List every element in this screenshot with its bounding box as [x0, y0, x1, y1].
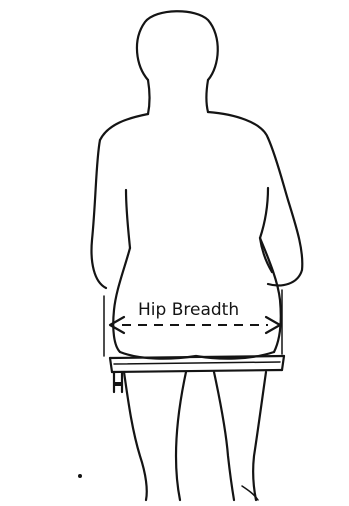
torso-left-side: [113, 248, 130, 352]
neck-left: [148, 80, 150, 114]
left-arrowhead: [110, 317, 124, 333]
hip-breadth-label: Hip Breadth: [138, 300, 239, 320]
right-arm-inner: [260, 188, 272, 272]
left-leg-outer: [124, 372, 147, 500]
right-arm-outer: [268, 138, 302, 285]
ink-dot: [78, 474, 82, 478]
seat-bottom-edge: [112, 370, 282, 372]
seat-front-edge-right: [282, 356, 284, 370]
right-leg-inner: [214, 372, 234, 500]
seat-inner-line: [114, 362, 280, 364]
left-arm-inner: [126, 190, 130, 248]
left-shoulder: [100, 114, 148, 140]
left-arm-outer: [92, 140, 106, 288]
right-shoulder: [208, 112, 268, 138]
head-outline: [137, 11, 218, 80]
left-leg-inner: [176, 372, 186, 500]
right-arrowhead: [266, 317, 280, 333]
neck-right: [207, 80, 209, 112]
seat-post-bolt: [114, 382, 122, 386]
right-leg-outer: [253, 372, 266, 500]
seat-front-edge-left: [110, 358, 112, 372]
